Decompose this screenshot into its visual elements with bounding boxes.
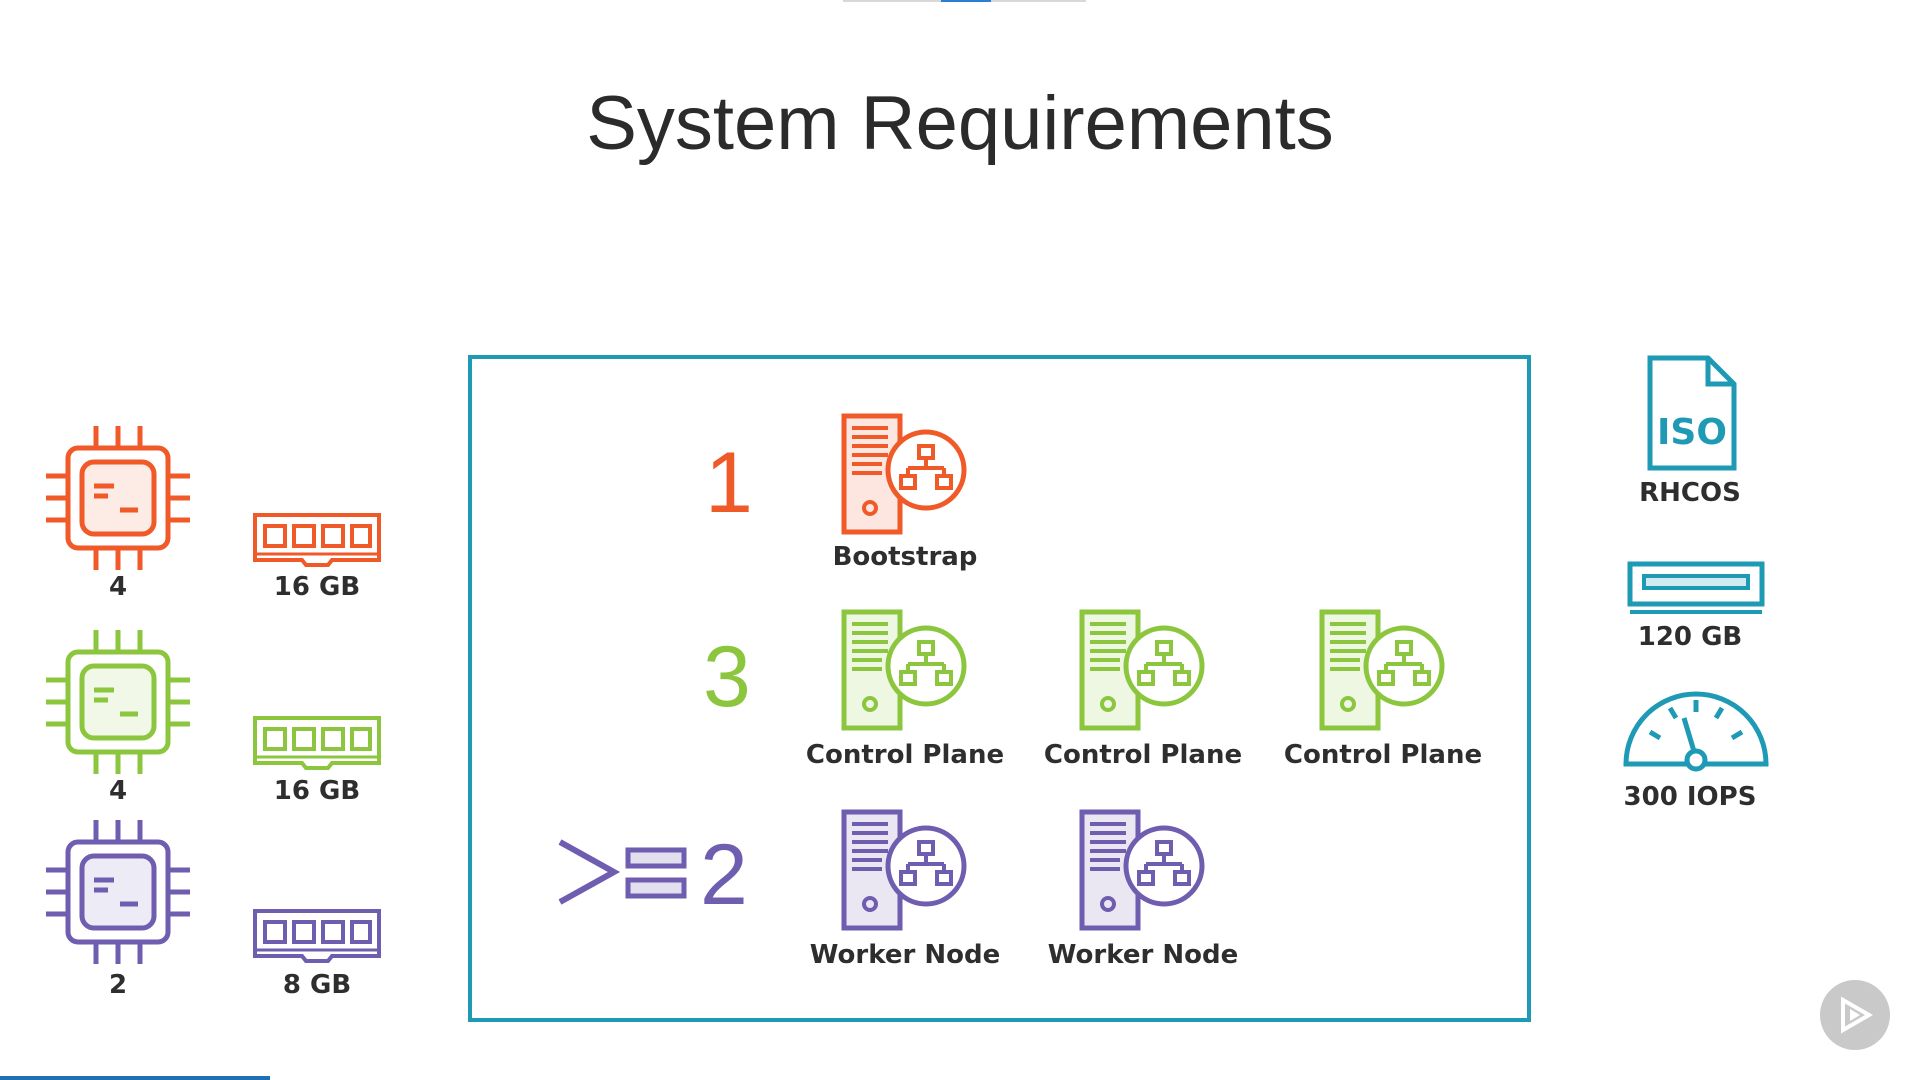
- server-network-icon: [840, 808, 970, 933]
- ram-icon: [252, 512, 382, 568]
- cpu-icon: [38, 812, 198, 972]
- bootstrap-count: 1: [705, 435, 753, 531]
- slide-title: System Requirements: [586, 81, 1334, 166]
- disk-drive-icon: [1627, 561, 1765, 614]
- slide-position-indicator: [843, 0, 1086, 2]
- rhcos-label: RHCOS: [1639, 478, 1741, 508]
- cpu-count-label: 4: [108, 572, 128, 602]
- worker-node-label: Worker Node: [809, 940, 1001, 970]
- control-plane-label: Control Plane: [1043, 740, 1243, 770]
- worker-count: 2: [700, 827, 748, 923]
- cpu-count-label: 2: [108, 970, 128, 1000]
- play-icon: [1841, 996, 1874, 1034]
- iso-file-text: ISO: [1657, 412, 1727, 453]
- gauge-icon: [1623, 691, 1769, 772]
- greater-equal-symbol: [558, 839, 687, 905]
- control-plane-count: 3: [703, 629, 751, 725]
- server-network-icon: [1078, 808, 1208, 933]
- ram-size-label: 16 GB: [273, 776, 361, 806]
- server-network-icon: [840, 412, 970, 537]
- play-button[interactable]: [1820, 980, 1890, 1050]
- worker-node-label: Worker Node: [1047, 940, 1239, 970]
- slide-position-active: [941, 0, 991, 2]
- ram-icon: [252, 715, 382, 771]
- cpu-icon: [38, 418, 198, 578]
- ram-icon: [252, 908, 382, 964]
- server-network-icon: [840, 608, 970, 733]
- disk-size-label: 120 GB: [1637, 622, 1743, 652]
- control-plane-label: Control Plane: [1283, 740, 1483, 770]
- iops-label: 300 IOPS: [1623, 782, 1757, 812]
- cpu-count-label: 4: [108, 776, 128, 806]
- server-network-icon: [1078, 608, 1208, 733]
- server-network-icon: [1318, 608, 1448, 733]
- ram-size-label: 16 GB: [273, 572, 361, 602]
- cpu-icon: [38, 622, 198, 782]
- cluster-nodes-frame: [468, 355, 1531, 1022]
- bootstrap-label: Bootstrap: [832, 542, 978, 572]
- iso-file-icon: ISO: [1647, 355, 1737, 471]
- video-progress-bar[interactable]: [0, 1076, 270, 1080]
- control-plane-label: Control Plane: [805, 740, 1005, 770]
- ram-size-label: 8 GB: [282, 970, 352, 1000]
